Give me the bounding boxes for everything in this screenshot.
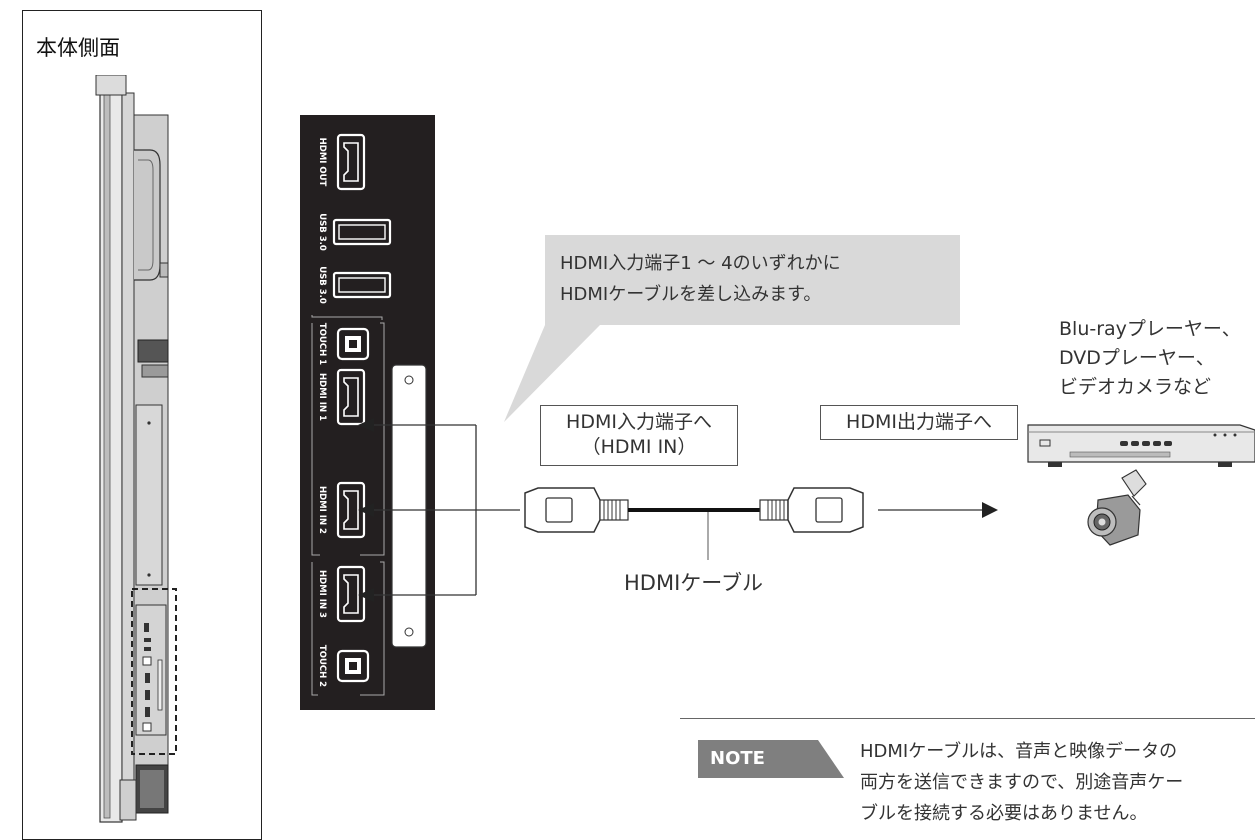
note-line-1: HDMIケーブルは、音声と映像データの	[860, 741, 1178, 762]
port-label: USB 3.0	[317, 213, 327, 251]
port-label: HDMI IN 2	[317, 486, 327, 534]
callout-text: HDMI入力端子1 ～ 4のいずれかに HDMIケーブルを差し込みます。	[560, 248, 841, 310]
devices-line-1: Blu-rayプレーヤー、	[1059, 318, 1241, 340]
side-view-title: 本体側面	[36, 36, 120, 60]
devices-label: Blu-rayプレーヤー、 DVDプレーヤー、 ビデオカメラなど	[1059, 315, 1241, 402]
port-label: USB 3.0	[317, 266, 327, 304]
port-panel: HDMI OUT USB 3.0 USB 3.0 TOUCH 1 HDMI IN…	[300, 115, 435, 710]
display-side-illustration	[95, 75, 177, 823]
hdmi-out-port: HDMI OUT	[317, 133, 366, 191]
note-text: HDMIケーブルは、音声と映像データの 両方を送信できますので、別途音声ケー ブ…	[860, 736, 1183, 829]
port-label: TOUCH 2	[317, 645, 327, 687]
note-line-2: 両方を送信できますので、別途音声ケー	[860, 772, 1184, 793]
hdmi-in-label-line-1: HDMI入力端子へ	[566, 411, 712, 433]
devices-line-3: ビデオカメラなど	[1059, 376, 1212, 398]
hdmi-cable	[524, 487, 864, 560]
callout-line-2: HDMIケーブルを差し込みます。	[560, 284, 822, 305]
port-label: HDMI OUT	[317, 138, 327, 187]
hdmi-out-label: HDMI出力端子へ	[820, 405, 1018, 440]
cable-label: HDMIケーブル	[624, 571, 764, 595]
hdmi-plug-right-icon	[787, 487, 864, 533]
usb3-port-1: USB 3.0	[317, 213, 392, 251]
hdmi-plug-left-icon	[524, 487, 601, 533]
video-camera-icon	[1087, 469, 1147, 546]
hdmi-in-label: HDMI入力端子へ （HDMI IN）	[540, 405, 738, 466]
arrow-right-icon	[982, 502, 998, 518]
bluray-player-icon	[1027, 424, 1255, 467]
note-badge: NOTE	[710, 748, 765, 769]
callout-line-1: HDMI入力端子1 ～ 4のいずれかに	[560, 253, 841, 274]
port-label: HDMI IN 3	[317, 570, 327, 618]
devices-line-2: DVDプレーヤー、	[1059, 347, 1215, 369]
port-label: TOUCH 1	[317, 323, 327, 365]
port-label: HDMI IN 1	[317, 373, 327, 421]
touch1-port: TOUCH 1	[317, 323, 370, 365]
usb3-port-2: USB 3.0	[317, 266, 392, 304]
note-line-3: ブルを接続する必要はありません。	[860, 803, 1148, 824]
hdmi-in-label-line-2: （HDMI IN）	[581, 436, 697, 458]
note-divider	[680, 718, 1255, 719]
touch2-port: TOUCH 2	[317, 645, 370, 687]
hdmi-in-1-port: HDMI IN 1	[317, 368, 366, 426]
